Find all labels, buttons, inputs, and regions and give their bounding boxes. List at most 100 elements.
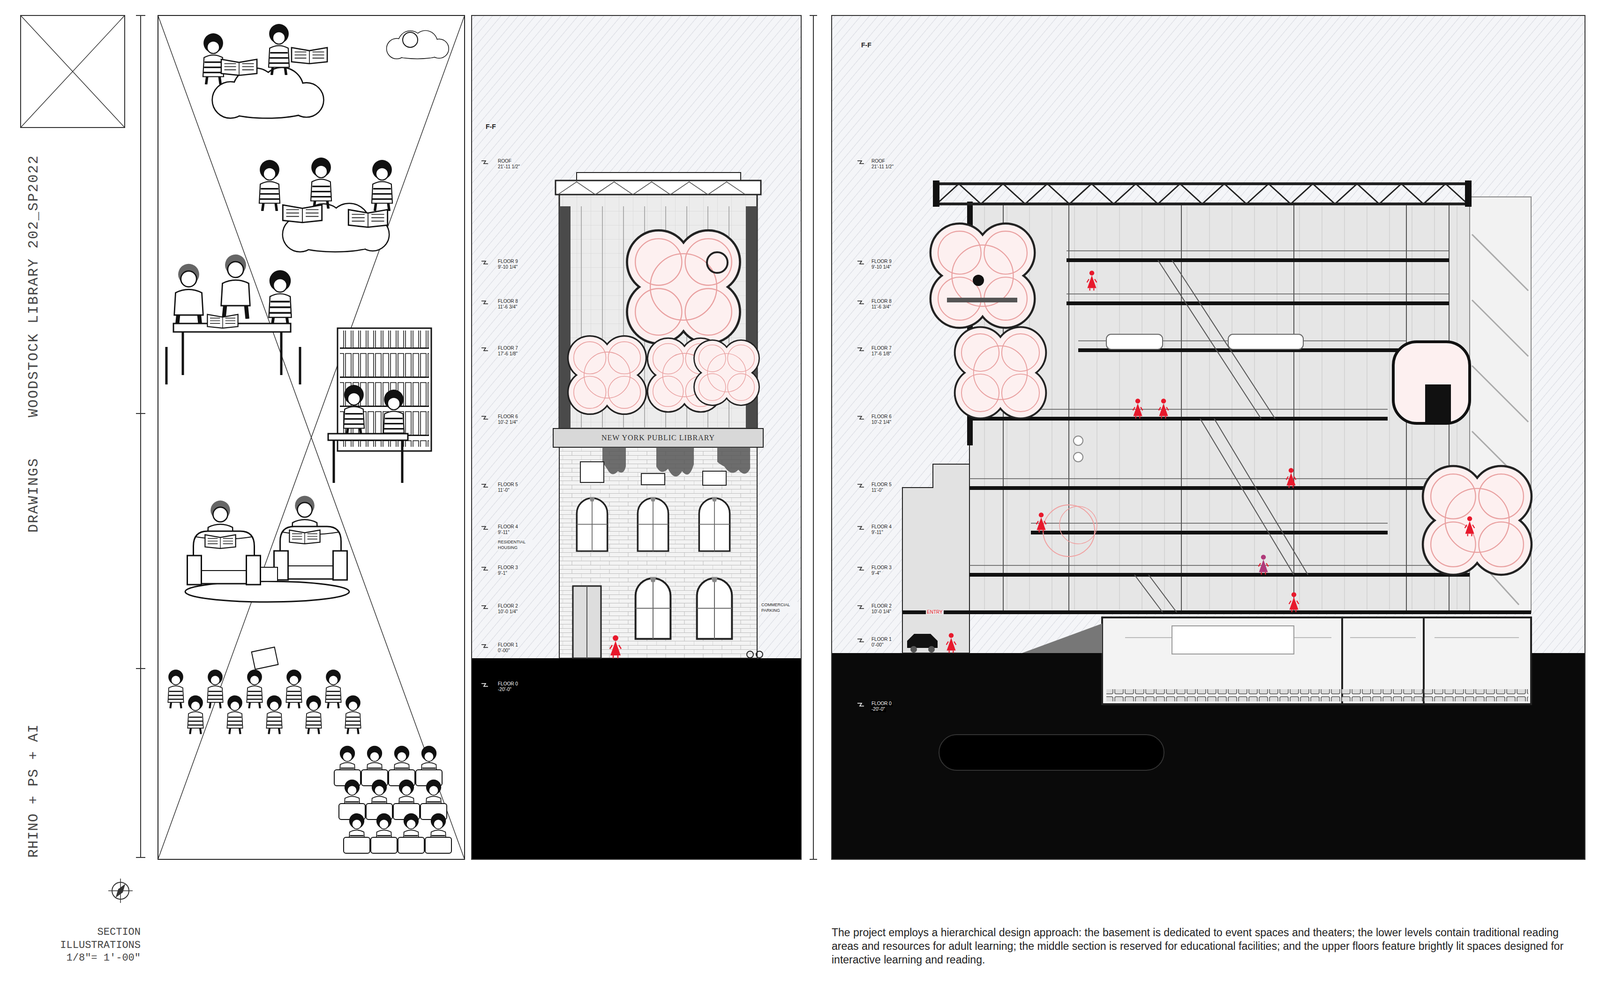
drawing-path xyxy=(1021,623,1103,654)
building-section xyxy=(831,15,1585,860)
level-elevation: 10'-0 1/4" xyxy=(496,608,519,615)
level-elevation: 0'-00" xyxy=(496,647,511,654)
drawing-path xyxy=(557,181,746,195)
drawing-path xyxy=(481,567,489,571)
drawing-use xyxy=(698,496,730,552)
drawing-path xyxy=(481,300,489,304)
drawing-path xyxy=(969,250,1470,566)
drawing-path xyxy=(936,183,1468,204)
level-elevation: 11'-6 3/4" xyxy=(870,304,892,310)
drawing-use xyxy=(697,577,733,639)
drawing-use xyxy=(187,695,203,735)
level-elevation: 9'-4" xyxy=(870,570,882,577)
drawing-line xyxy=(1074,206,1075,610)
level-name: FLOOR 0 xyxy=(496,681,519,687)
level-name: FLOOR 1 xyxy=(870,636,893,643)
drawing-use xyxy=(221,254,251,319)
drawing-use xyxy=(167,669,184,709)
drawing-path xyxy=(481,683,489,687)
drawing-rect xyxy=(831,15,1585,654)
level-elevation: -20'-0" xyxy=(870,706,887,713)
drawing-line xyxy=(1276,206,1278,610)
drawing-path xyxy=(656,447,694,477)
drawing-path xyxy=(166,331,301,385)
drawing-rect xyxy=(580,461,604,483)
level-elevation: 21'-11 1/2" xyxy=(870,164,895,170)
level-name: ROOF xyxy=(870,158,887,165)
drawing-rect xyxy=(555,180,761,195)
drawing-use xyxy=(259,159,280,211)
drawing-path xyxy=(481,484,489,488)
entry-note: ENTRY xyxy=(925,609,944,615)
section-mark: F-F xyxy=(484,122,497,131)
drawing-use xyxy=(204,534,236,549)
level-name: FLOOR 5 xyxy=(870,481,893,488)
drawing-use xyxy=(187,531,261,585)
drawing-rect xyxy=(251,646,279,670)
level-elevation: 9'-10 1/4" xyxy=(496,264,519,271)
drawing-path xyxy=(481,416,489,420)
drawing-circle xyxy=(1073,452,1083,462)
drawing-rect xyxy=(641,473,665,485)
drawing-rect xyxy=(328,433,408,441)
drawing-circle xyxy=(756,651,763,658)
drawing-use xyxy=(628,231,739,343)
drawing-path xyxy=(857,300,864,304)
drawing-use xyxy=(371,159,393,211)
drawing-rect xyxy=(1106,334,1163,350)
drawing-line xyxy=(1209,206,1210,610)
drawing-path xyxy=(857,567,864,571)
drawing-use xyxy=(246,669,263,709)
drawing-rect xyxy=(932,180,940,207)
drawing-use xyxy=(274,526,348,580)
level-elevation: 11'-0" xyxy=(870,487,885,494)
drawing-g xyxy=(984,206,1458,610)
drawing-rect xyxy=(157,15,465,860)
drawing-circle xyxy=(972,274,985,286)
north-arrow xyxy=(108,878,133,903)
drawing-path xyxy=(857,347,864,351)
drawing-rect xyxy=(1425,384,1451,422)
level-elevation: 17'-6 1/8" xyxy=(496,351,519,357)
drawing-line xyxy=(1119,206,1120,610)
drawing-use xyxy=(285,669,302,709)
site-note: COMMERCIAL PARKING xyxy=(760,601,800,614)
drawing-path xyxy=(157,15,465,860)
drawing-use xyxy=(1133,398,1143,419)
drawing-rect xyxy=(471,658,802,860)
drawing-path xyxy=(602,447,626,474)
drawing-use xyxy=(1087,270,1097,291)
drawing-path xyxy=(113,882,128,900)
level-name: FLOOR 9 xyxy=(496,258,519,265)
drawing-use xyxy=(1423,466,1531,574)
drawing-line xyxy=(1389,206,1390,610)
level-name: ROOF xyxy=(496,158,513,165)
drawing-use xyxy=(266,695,282,735)
drawing-line xyxy=(1366,206,1368,610)
drawing-path xyxy=(481,644,489,648)
street-elevation xyxy=(471,15,802,860)
drawing-rect xyxy=(20,15,125,128)
drawing-path xyxy=(1134,260,1308,613)
drawing-rect xyxy=(471,15,802,659)
drawing-path xyxy=(481,347,489,351)
drawing-use xyxy=(207,669,223,709)
level-note: RESIDENTIAL HOUSING xyxy=(496,539,533,551)
facade-sign: NEW YORK PUBLIC LIBRARY xyxy=(600,433,717,443)
drawing-line xyxy=(1299,206,1300,610)
drawing-use xyxy=(637,496,669,552)
level-name: FLOOR 4 xyxy=(496,524,519,530)
drawing-rect xyxy=(425,837,452,854)
dancing-children xyxy=(167,669,361,735)
drawing-use xyxy=(931,224,1034,327)
section-mark: F-F xyxy=(860,41,873,49)
drawing-use xyxy=(955,328,1046,418)
drawing-path xyxy=(857,416,864,420)
drawing-path xyxy=(1003,203,1450,613)
illustration-panel xyxy=(157,15,465,860)
software-note: RHINO + PS + AI xyxy=(25,723,42,858)
drawing-path xyxy=(902,464,970,654)
drawing-use xyxy=(226,695,243,735)
drawing-use xyxy=(221,59,257,76)
drawing-use xyxy=(1258,554,1269,575)
